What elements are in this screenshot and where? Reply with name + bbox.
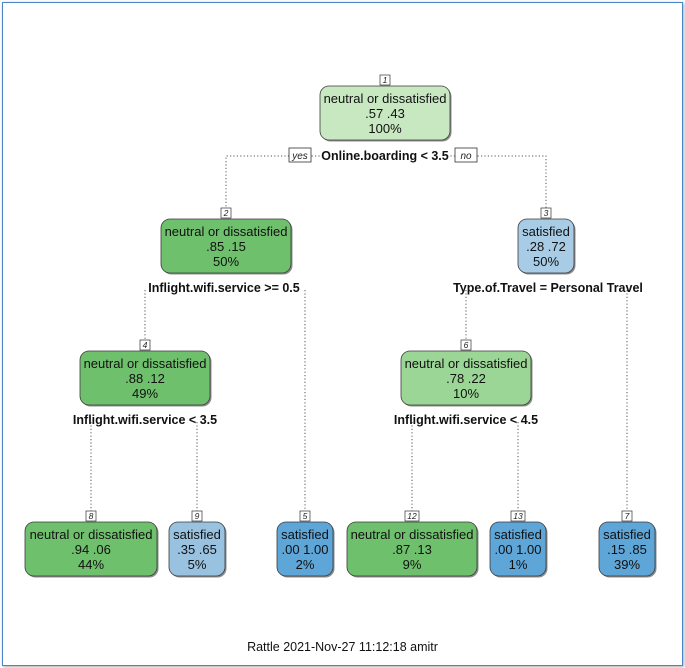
- node-box: [517, 218, 575, 274]
- node-box: [400, 350, 532, 406]
- split-rule-1: Online.boarding < 3.5: [321, 149, 449, 163]
- branch-label-yes: yes: [288, 147, 312, 163]
- node-id: 12: [407, 511, 417, 521]
- node-percent: 1%: [509, 557, 528, 572]
- node-percent: 10%: [453, 386, 479, 401]
- node-id: 3: [544, 208, 549, 218]
- tree-node-12: 12 neutral or dissatisfied.87 .139%: [346, 510, 479, 578]
- node-id: 1: [383, 75, 388, 85]
- node-percent: 100%: [368, 121, 402, 136]
- node-class-label: satisfied: [522, 224, 570, 239]
- tree-edge: [447, 155, 547, 211]
- node-id: 7: [625, 511, 630, 521]
- node-class-label: satisfied: [173, 527, 221, 542]
- node-probs: .94 .06: [71, 542, 111, 557]
- split-rule-4: Inflight.wifi.service < 3.5: [73, 413, 217, 427]
- tree-node-5: 5 satisfied.00 1.002%: [276, 510, 335, 578]
- node-probs: .35 .65: [177, 542, 217, 557]
- node-id: 13: [513, 511, 523, 521]
- node-probs: .87 .13: [392, 542, 432, 557]
- branch-label-text: yes: [291, 151, 308, 162]
- node-class-label: neutral or dissatisfied: [351, 527, 474, 542]
- node-class-label: neutral or dissatisfied: [84, 356, 207, 371]
- node-class-label: neutral or dissatisfied: [324, 91, 447, 106]
- node-box: [79, 350, 211, 406]
- split-rule-2: Inflight.wifi.service >= 0.5: [148, 281, 299, 295]
- node-class-label: satisfied: [494, 527, 542, 542]
- node-box: [160, 218, 292, 274]
- split-rule-6: Inflight.wifi.service < 4.5: [394, 413, 538, 427]
- node-id: 8: [89, 511, 94, 521]
- node-percent: 5%: [188, 557, 207, 572]
- node-box: [168, 521, 226, 577]
- node-id: 9: [195, 511, 200, 521]
- split-rule-3: Type.of.Travel = Personal Travel: [453, 281, 643, 295]
- caption: Rattle 2021-Nov-27 11:12:18 amitr: [247, 640, 438, 654]
- node-probs: .00 1.00: [495, 542, 542, 557]
- node-percent: 39%: [614, 557, 640, 572]
- tree-edge: [225, 155, 323, 211]
- node-percent: 2%: [296, 557, 315, 572]
- node-box: [346, 521, 478, 577]
- node-class-label: satisfied: [281, 527, 329, 542]
- node-box: [489, 521, 547, 577]
- node-box: [319, 85, 451, 141]
- node-box: [24, 521, 158, 577]
- node-probs: .15 .85: [607, 542, 647, 557]
- node-id: 6: [464, 340, 469, 350]
- branch-label-text: no: [460, 151, 472, 162]
- node-probs: .00 1.00: [282, 542, 329, 557]
- node-id: 5: [303, 511, 308, 521]
- node-percent: 50%: [533, 254, 559, 269]
- node-percent: 44%: [78, 557, 104, 572]
- node-id: 2: [223, 208, 229, 218]
- node-percent: 49%: [132, 386, 158, 401]
- node-id: 4: [143, 340, 148, 350]
- node-probs: .78 .22: [446, 371, 486, 386]
- tree-node-9: 9 satisfied.35 .655%: [168, 510, 227, 578]
- node-percent: 50%: [213, 254, 239, 269]
- node-percent: 9%: [403, 557, 422, 572]
- node-box: [276, 521, 334, 577]
- node-probs: .88 .12: [125, 371, 165, 386]
- tree-node-13: 13 satisfied.00 1.001%: [489, 510, 548, 578]
- node-probs: .85 .15: [206, 239, 246, 254]
- node-class-label: neutral or dissatisfied: [30, 527, 153, 542]
- branch-label-no: no: [454, 147, 478, 163]
- node-probs: .57 .43: [365, 106, 405, 121]
- node-class-label: neutral or dissatisfied: [165, 224, 288, 239]
- node-class-label: satisfied: [603, 527, 651, 542]
- node-probs: .28 .72: [526, 239, 566, 254]
- node-class-label: neutral or dissatisfied: [405, 356, 528, 371]
- node-box: [598, 521, 656, 577]
